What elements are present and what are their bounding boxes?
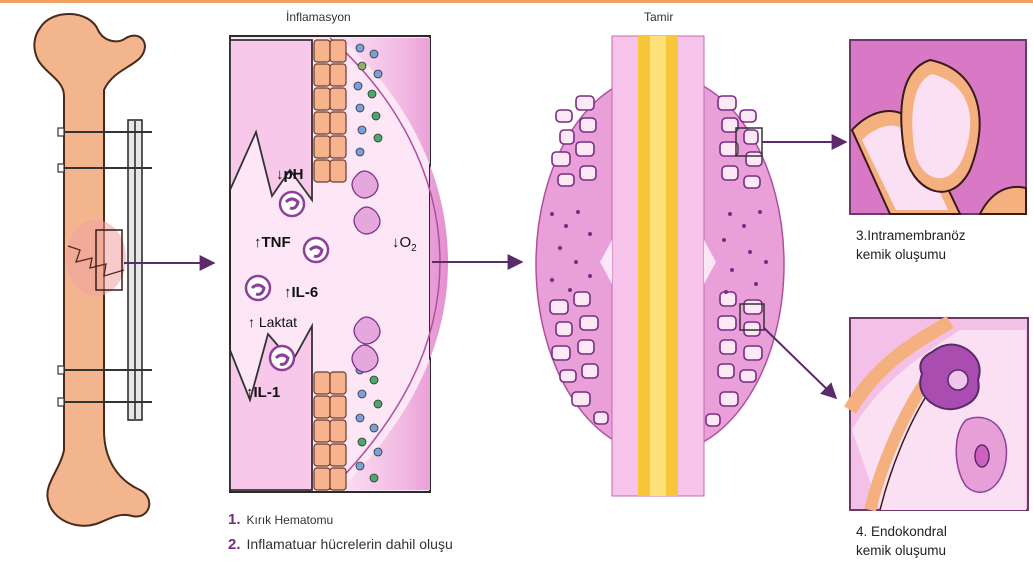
title-inflammation: İnflamasyon: [286, 10, 351, 24]
marker-il6-text: IL-6: [292, 284, 319, 301]
legend-item-1-text: Kırık Hematomu: [247, 513, 334, 527]
caption-endochondral-line1: 4. Endokondral: [856, 522, 947, 541]
marker-ph: ↓pH: [276, 166, 304, 183]
legend-item-1: 1. Kırık Hematomu: [228, 511, 333, 528]
caption-intramembranous: 3.Intramembranöz kemik oluşumu: [856, 226, 966, 264]
title-repair: Tamir: [644, 10, 673, 24]
marker-ph-text: pH: [284, 166, 304, 183]
legend-item-1-number: 1.: [228, 511, 241, 528]
marker-il1: ↑IL-1: [246, 384, 280, 401]
caption-endochondral-line2: kemik oluşumu: [856, 541, 947, 560]
marker-o2-text: O: [400, 234, 412, 251]
legend-item-2-number: 2.: [228, 536, 241, 553]
marker-laktat-text: Laktat: [259, 314, 297, 330]
marker-tnf-text: TNF: [262, 234, 291, 251]
legend-item-2: 2. Inflamatuar hücrelerin dahil oluşu: [228, 536, 453, 553]
osteoblast-column-bottom: [314, 372, 346, 490]
marker-tnf: ↑TNF: [254, 234, 291, 251]
legend-item-2-text: Inflamatuar hücrelerin dahil oluşu: [247, 536, 453, 552]
marker-o2: ↓O2: [392, 234, 417, 254]
inflammation-panel: [230, 36, 448, 492]
caption-intramembranous-line2: kemik oluşumu: [856, 245, 966, 264]
repair-callus: [536, 36, 784, 496]
arrow-to-endochondral: [764, 328, 836, 398]
marker-il6: ↑IL-6: [284, 284, 318, 301]
marker-laktat: ↑ Laktat: [248, 314, 297, 330]
endochondral-detail-panel: [850, 318, 1028, 510]
caption-intramembranous-line1: 3.Intramembranöz: [856, 226, 966, 245]
intramembranous-detail-panel: [850, 40, 1026, 214]
marker-il1-text: IL-1: [254, 384, 281, 401]
marker-o2-subscript: 2: [411, 243, 417, 254]
caption-endochondral: 4. Endokondral kemik oluşumu: [856, 522, 947, 560]
